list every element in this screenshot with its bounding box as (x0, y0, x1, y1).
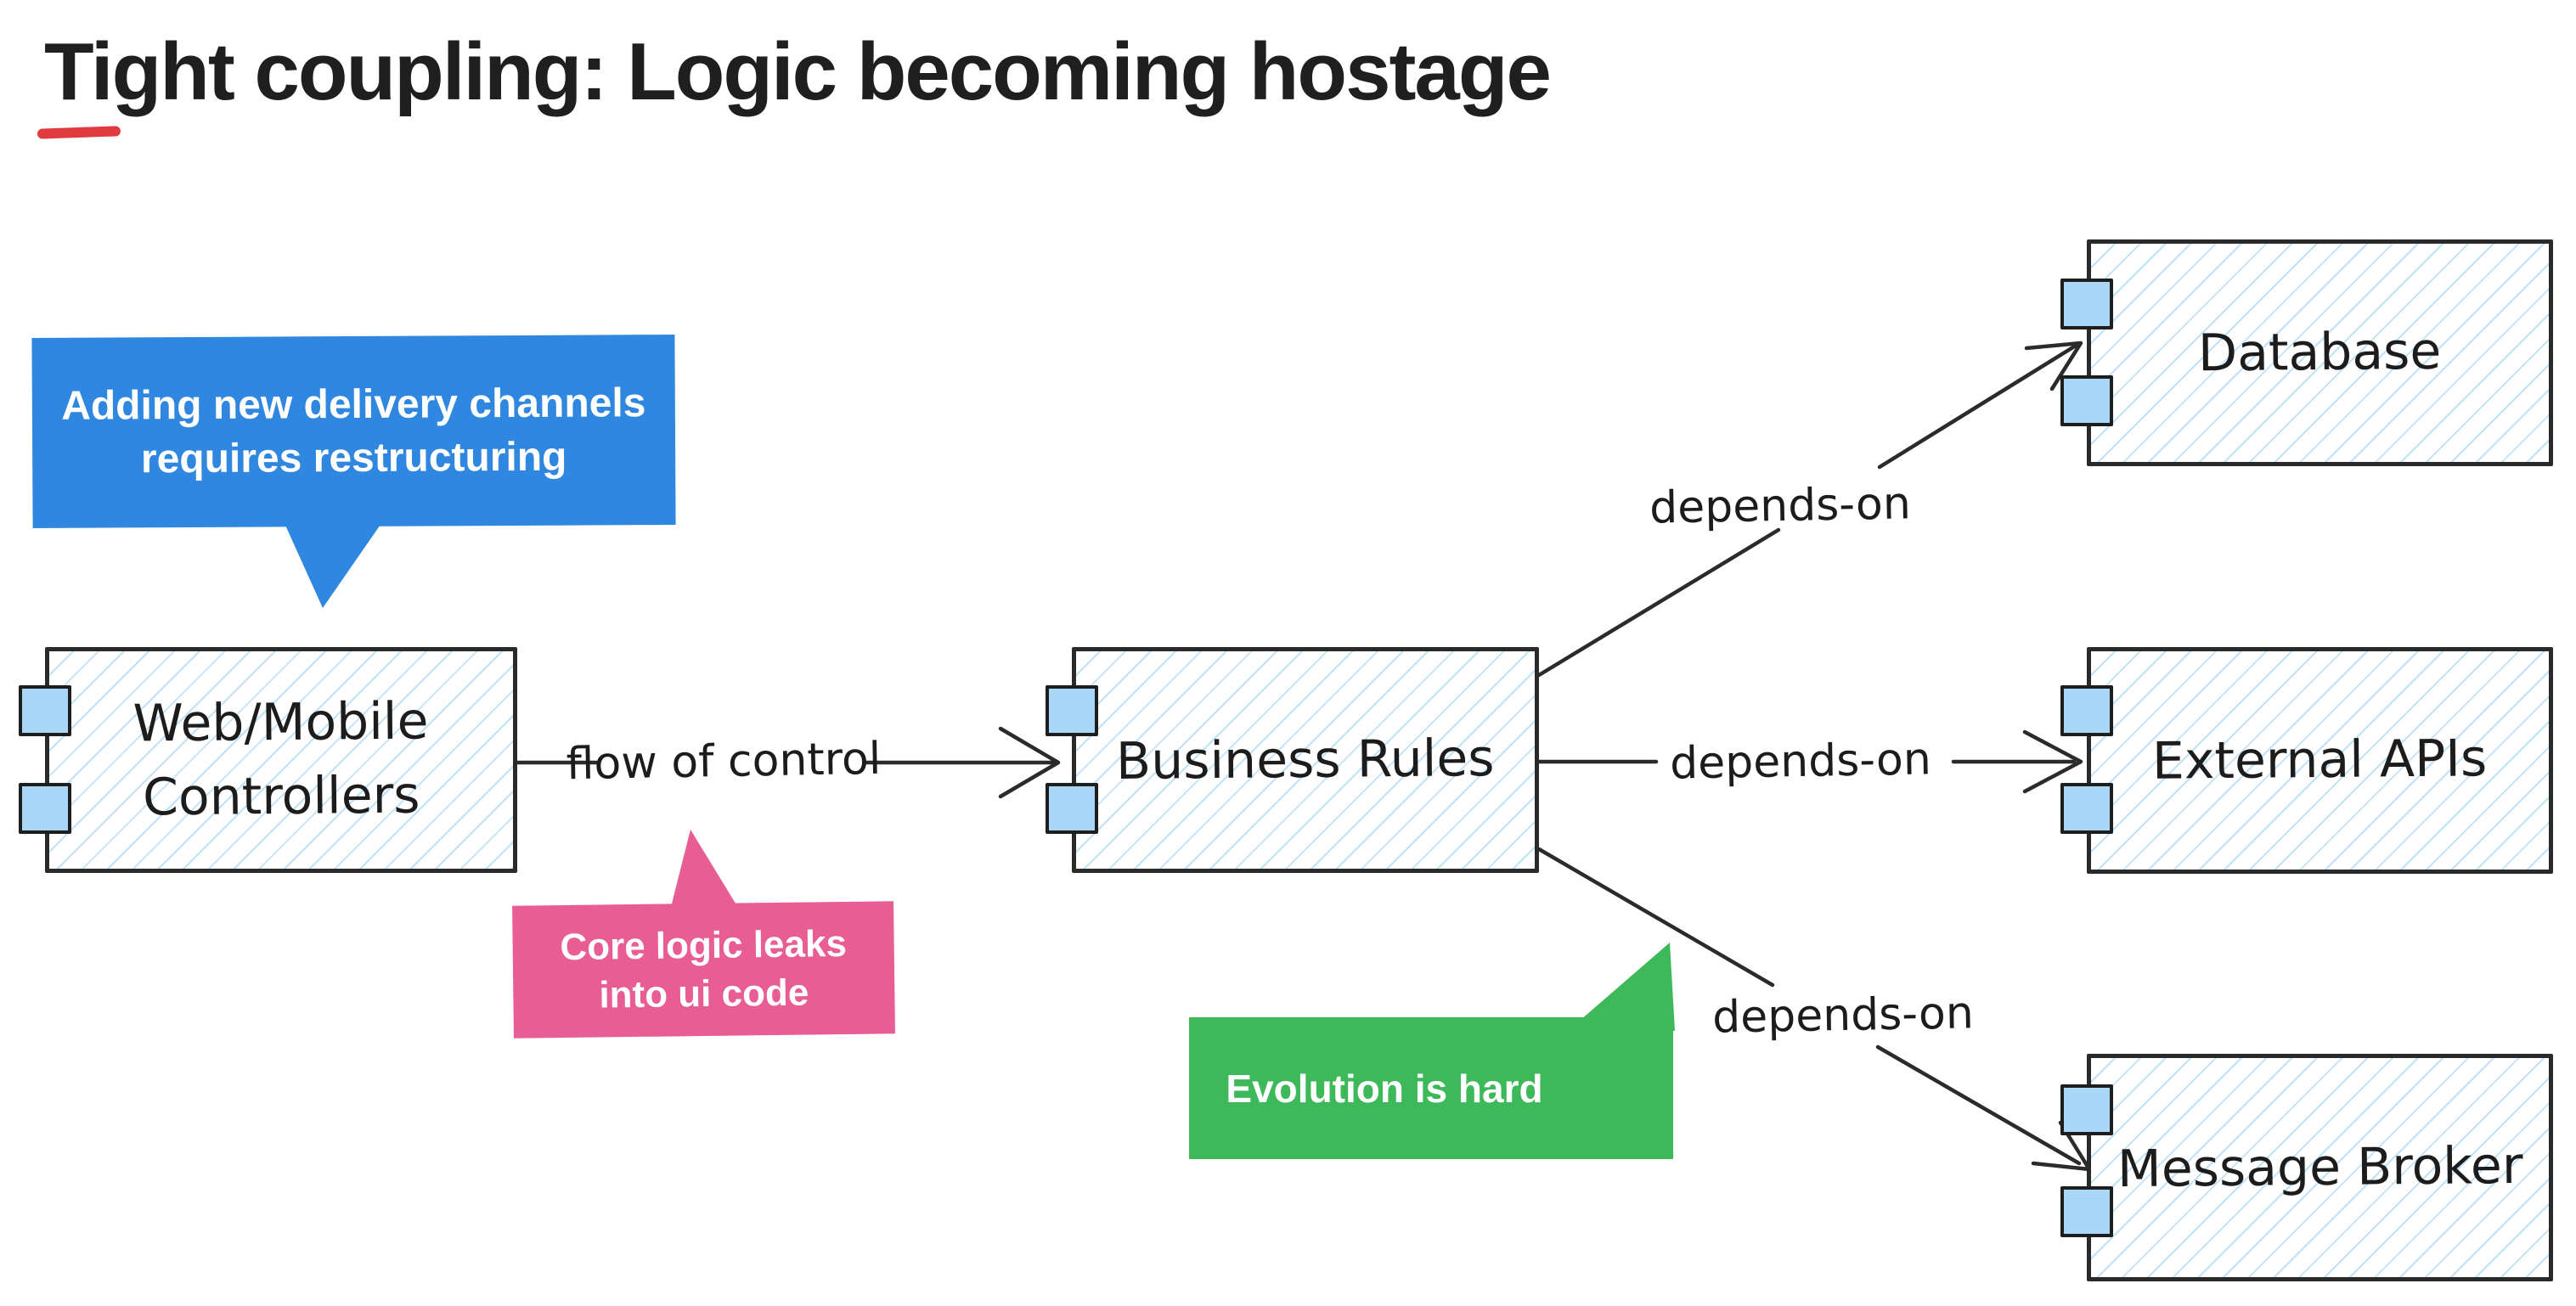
edge-label-flow-of-control: flow of control (566, 733, 882, 791)
pink-callout-tail (670, 830, 740, 910)
edge-label-depends-on-database: depends-on (1649, 478, 1912, 534)
port-icon (2060, 375, 2113, 426)
port-icon (1046, 685, 1098, 736)
edge-label-depends-on-message-broker: depends-on (1711, 988, 1975, 1044)
component-label: Database (2198, 321, 2442, 384)
port-icon (2060, 783, 2113, 834)
callout-core-logic-leaks: Core logic leaks into ui code (512, 901, 895, 1039)
blue-callout-tail (283, 520, 384, 608)
port-icon (2060, 279, 2113, 329)
callout-text-line: requires restructuring (140, 434, 567, 482)
callout-evolution-is-hard: Evolution is hard (1189, 1017, 1673, 1159)
port-icon (2060, 1084, 2113, 1135)
callout-text-line: Evolution is hard (1226, 1066, 1543, 1111)
component-label: Business Rules (1115, 728, 1496, 791)
component-label: Web/Mobile Controllers (132, 691, 429, 828)
title-underline-accent (37, 126, 121, 139)
port-icon (2060, 1186, 2113, 1237)
callout-text-line: Adding new delivery channels (61, 380, 646, 429)
callout-text-line: into ui code (599, 971, 809, 1016)
component-database: Database (2087, 239, 2553, 466)
page-title: Tight coupling: Logic becoming hostage (44, 26, 1552, 117)
component-label: External APIs (2152, 729, 2488, 791)
edge-label-depends-on-external-apis: depends-on (1669, 734, 1932, 790)
component-external-apis: External APIs (2087, 647, 2553, 874)
callout-text-line: Core logic leaks (560, 922, 848, 968)
callout-adding-channels: Adding new delivery channels requires re… (31, 335, 676, 528)
port-icon (1046, 783, 1098, 834)
component-web-mobile-controllers: Web/Mobile Controllers (45, 647, 517, 873)
component-label: Message Broker (2117, 1135, 2523, 1199)
component-business-rules: Business Rules (1072, 647, 1539, 873)
port-icon (19, 783, 71, 834)
port-icon (19, 685, 71, 736)
component-message-broker: Message Broker (2087, 1054, 2553, 1281)
port-icon (2060, 685, 2113, 736)
